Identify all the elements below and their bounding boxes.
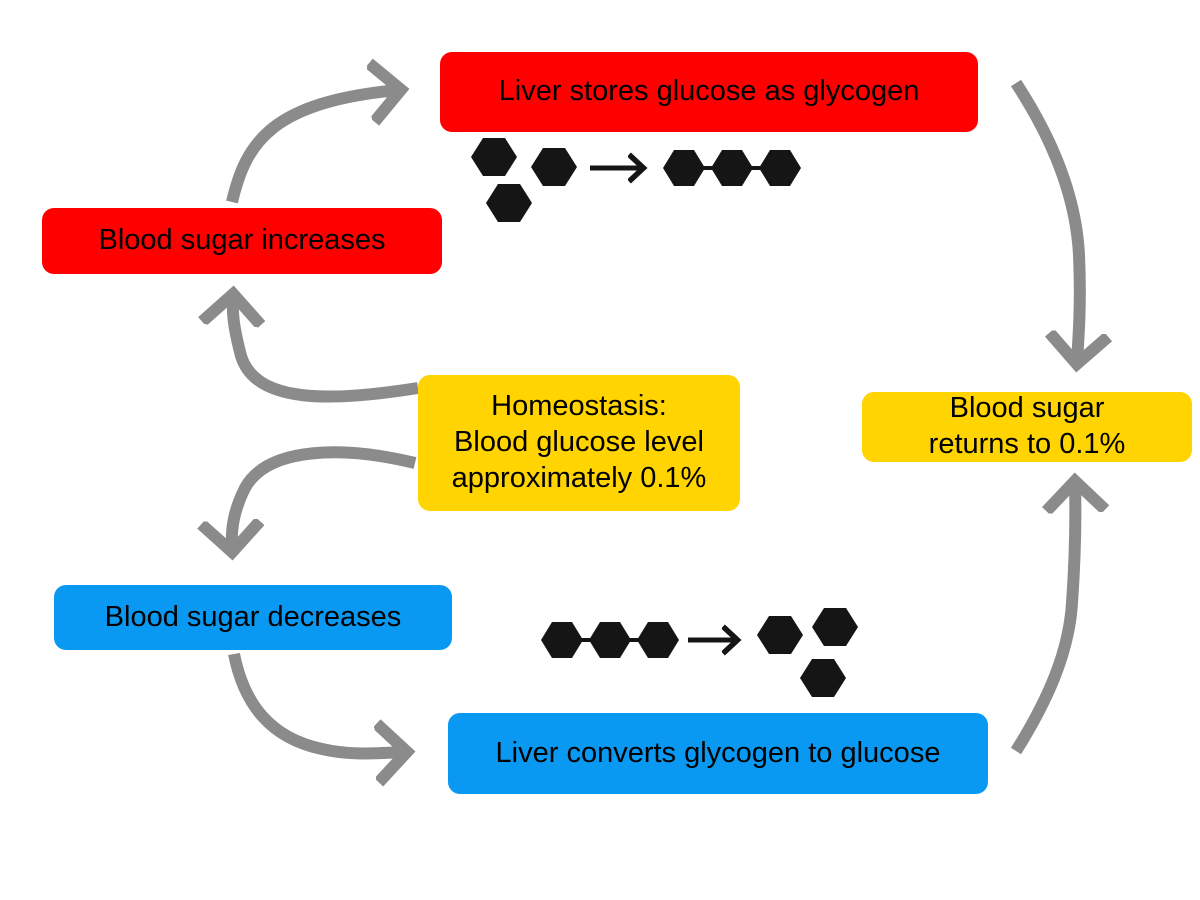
glucose-hexagon-icon: [711, 150, 753, 186]
node-liver-converts-glycogen: Liver converts glycogen to glucose: [448, 713, 988, 794]
glucose-hexagon-icon: [800, 659, 846, 697]
glucose-hexagon-icon: [541, 622, 583, 658]
arrow-increase-to-store: [226, 90, 398, 204]
glucose-hexagon-icon: [471, 138, 517, 176]
glucose-hexagon-icon: [531, 148, 577, 186]
glucose-hexagon-icon: [757, 616, 803, 654]
glucose-hexagon-icon: [759, 150, 801, 186]
glucose-hexagon-icon: [663, 150, 705, 186]
node-blood-sugar-returns: Blood sugar returns to 0.1%: [862, 392, 1192, 462]
glucose-hexagon-icon: [486, 184, 532, 222]
node-label: Blood sugar increases: [98, 224, 386, 257]
node-label: Liver stores glucose as glycogen: [498, 75, 920, 108]
node-label-line: approximately 0.1%: [451, 461, 707, 494]
node-label-line: Homeostasis:: [491, 390, 667, 423]
glycogen-chain-icon: [663, 150, 801, 186]
node-label-line: Blood glucose level: [454, 426, 704, 459]
glucose-hexagon-icon: [812, 608, 858, 646]
node-label: Blood sugar decreases: [104, 600, 402, 633]
glycogenolysis-figure: [541, 608, 858, 697]
arrow-convert-to-returns: [1010, 484, 1075, 755]
node-blood-sugar-decreases: Blood sugar decreases: [54, 585, 452, 650]
glucose-hexagon-icon: [637, 622, 679, 658]
node-label-line: Blood sugar: [949, 392, 1105, 425]
glucose-hexagon-icon: [589, 622, 631, 658]
glycogenesis-figure: [471, 138, 801, 222]
arrow-homeostasis-to-increase: [233, 297, 419, 403]
glycogen-chain-icon: [541, 622, 679, 658]
node-label-line: returns to 0.1%: [928, 428, 1126, 460]
arrow-store-to-returns: [1010, 79, 1080, 361]
node-blood-sugar-increases: Blood sugar increases: [42, 208, 442, 274]
node-liver-stores-glucose: Liver stores glucose as glycogen: [440, 52, 978, 132]
node-label: Liver converts glycogen to glucose: [495, 736, 941, 769]
arrow-homeostasis-to-decrease: [232, 446, 417, 549]
node-homeostasis: Homeostasis: Blood glucose level approxi…: [418, 375, 740, 511]
arrow-decrease-to-convert: [228, 652, 404, 754]
